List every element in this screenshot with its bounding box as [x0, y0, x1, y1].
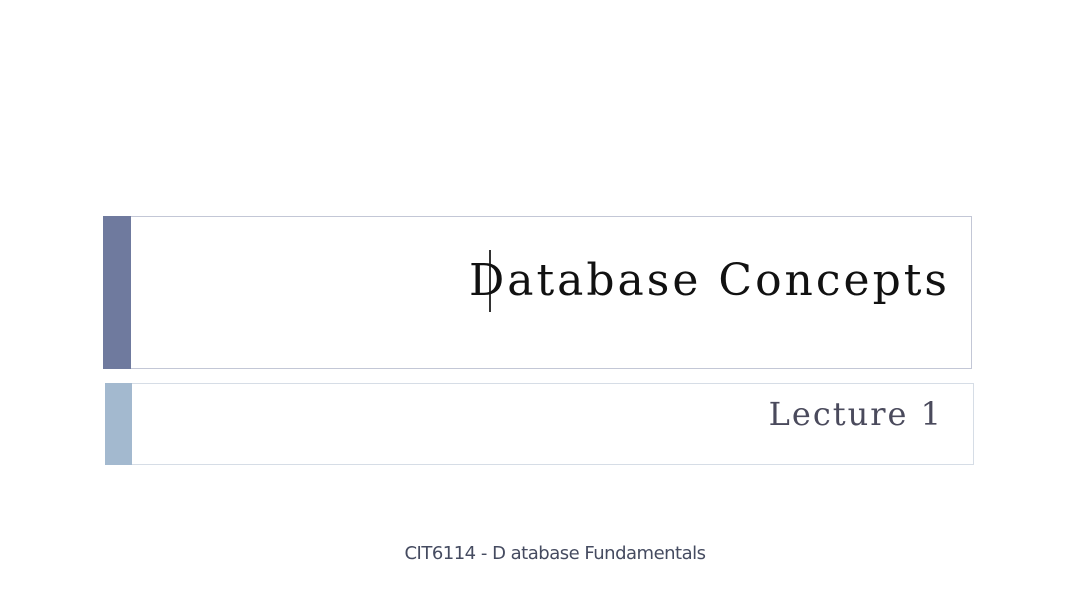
slide-subtitle[interactable]: Lecture 1: [768, 395, 943, 433]
title-placeholder-box[interactable]: [103, 216, 972, 369]
title-accent-bar: [103, 216, 131, 369]
subtitle-placeholder-box[interactable]: [105, 383, 974, 465]
text-cursor: [489, 250, 491, 312]
slide-title[interactable]: Database Concepts: [468, 255, 950, 306]
slide-footer[interactable]: CIT6114 - D atabase Fundamentals: [404, 543, 706, 564]
subtitle-accent-bar: [105, 383, 132, 465]
